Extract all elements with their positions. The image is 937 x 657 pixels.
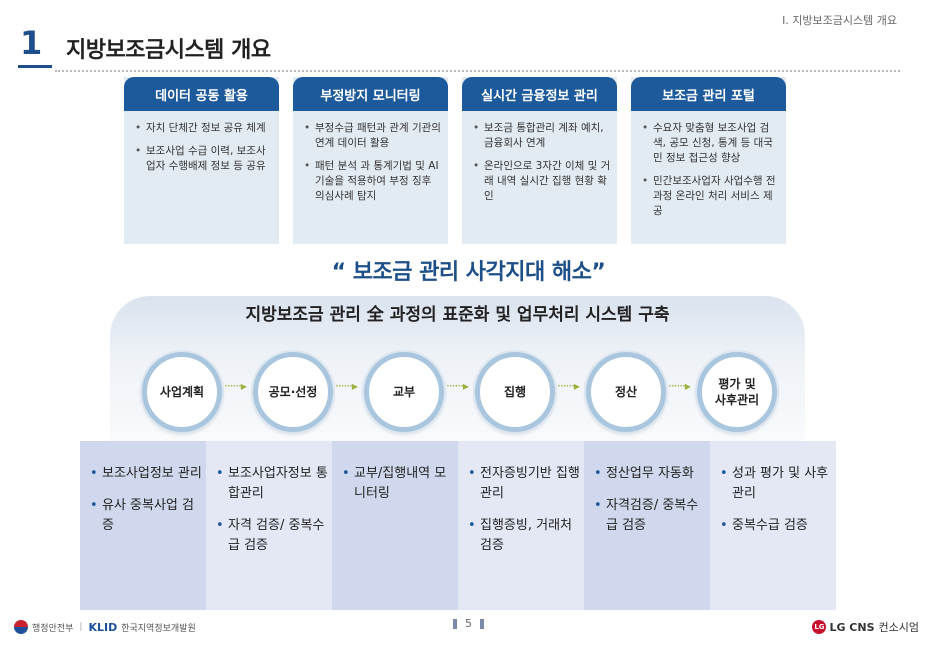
card-item: 보조금 통합관리 계좌 예치, 금융회사 연계 — [473, 121, 611, 151]
detail-column-execution: 전자증빙기반 집행 관리 집행증빙, 거래처 검증 — [458, 441, 584, 610]
ministry-emblem-icon — [14, 620, 28, 634]
process-band — [110, 296, 805, 446]
step-selection: 공모·선정 — [253, 352, 333, 432]
card-item: 부정수급 패턴과 관계 기관의 연계 데이터 활용 — [304, 121, 442, 151]
detail-item: 전자증빙기반 집행 관리 — [468, 464, 580, 504]
detail-item: 자격 검증/ 중복수급 검증 — [216, 516, 328, 556]
breadcrumb: Ⅰ. 지방보조금시스템 개요 — [782, 14, 897, 27]
detail-item: 보조사업정보 관리 — [90, 464, 202, 484]
detail-item: 보조사업자정보 통합관리 — [216, 464, 328, 504]
detail-column-plan: 보조사업정보 관리 유사 중복사업 검증 — [80, 441, 206, 610]
card-item: 온라인으로 3자간 이체 및 거래 내역 실시간 집행 현황 확인 — [473, 159, 611, 204]
step-evaluation: 평가 및 사후관리 — [697, 352, 777, 432]
ministry-name: 행정안전부 — [32, 623, 74, 634]
logo-separator: | — [79, 622, 83, 632]
card-fraud-monitoring: 부정방지 모니터링 부정수급 패턴과 관계 기관의 연계 데이터 활용 패턴 분… — [293, 77, 448, 244]
card-item: 민간보조사업자 사업수행 전 과정 온라인 처리 서비스 제공 — [642, 174, 780, 219]
detail-item: 교부/집행내역 모니터링 — [342, 464, 454, 504]
page-number-text: 5 — [465, 617, 472, 630]
detail-item: 중복수급 검증 — [720, 516, 832, 536]
page-bar-right — [480, 619, 484, 629]
title-divider — [55, 70, 900, 72]
lg-logo-icon: LG — [812, 620, 827, 634]
page-number: 5 — [0, 617, 937, 630]
card-item: 자치 단체간 정보 공유 체계 — [135, 121, 273, 136]
section-number: 1 — [20, 24, 43, 62]
footer-logo-right: LG LG CNS 컨소시엄 — [812, 619, 919, 635]
company-suffix: 컨소시엄 — [878, 621, 919, 634]
arrow-icon: ······▸ — [446, 379, 469, 393]
card-title: 데이터 공동 활용 — [124, 77, 279, 111]
detail-column-selection: 보조사업자정보 통합관리 자격 검증/ 중복수급 검증 — [206, 441, 332, 610]
process-title: 지방보조금 관리 全 과정의 표준화 및 업무처리 시스템 구축 — [245, 305, 670, 325]
company-name: LG CNS — [829, 620, 875, 634]
card-item: 패턴 분석 과 통계기법 및 AI 기술을 적용하여 부정 징후 의심사례 탐지 — [304, 159, 442, 204]
arrow-icon: ······▸ — [557, 379, 580, 393]
step-execution: 집행 — [475, 352, 555, 432]
card-data-sharing: 데이터 공동 활용 자치 단체간 정보 공유 체계 보조사업 수급 이력, 보조… — [124, 77, 279, 244]
arrow-icon: ······▸ — [668, 379, 691, 393]
klid-name: 한국지역정보개발원 — [121, 623, 196, 634]
detail-column-grant: 교부/집행내역 모니터링 — [332, 441, 458, 610]
card-subsidy-portal: 보조금 관리 포털 수요자 맞춤형 보조사업 검색, 공모 신청, 통계 등 대… — [631, 77, 786, 244]
slogan: “ 보조금 관리 사각지대 해소” — [331, 260, 606, 285]
card-item: 보조사업 수급 이력, 보조사업자 수행배제 정보 등 공유 — [135, 144, 273, 174]
section-underline — [18, 65, 52, 68]
card-title: 보조금 관리 포털 — [631, 77, 786, 111]
page-bar-left — [453, 619, 457, 629]
detail-item: 집행증빙, 거래처 검증 — [468, 516, 580, 556]
card-title: 실시간 금융정보 관리 — [462, 77, 617, 111]
card-item: 수요자 맞춤형 보조사업 검색, 공모 신청, 통계 등 대국민 정보 접근성 … — [642, 121, 780, 166]
arrow-icon: ······▸ — [335, 379, 358, 393]
card-financial-info: 실시간 금융정보 관리 보조금 통합관리 계좌 예치, 금융회사 연계 온라인으… — [462, 77, 617, 244]
detail-item: 자격검증/ 중복수급 검증 — [594, 496, 706, 536]
step-plan: 사업계획 — [142, 352, 222, 432]
arrow-icon: ······▸ — [224, 379, 247, 393]
detail-item: 성과 평가 및 사후관리 — [720, 464, 832, 504]
detail-item: 정산업무 자동화 — [594, 464, 706, 484]
page-title: 지방보조금시스템 개요 — [66, 38, 271, 63]
detail-item: 유사 중복사업 검증 — [90, 496, 202, 536]
detail-column-evaluation: 성과 평가 및 사후관리 중복수급 검증 — [710, 441, 836, 610]
card-title: 부정방지 모니터링 — [293, 77, 448, 111]
detail-column-settlement: 정산업무 자동화 자격검증/ 중복수급 검증 — [584, 441, 710, 610]
step-settlement: 정산 — [586, 352, 666, 432]
step-grant: 교부 — [364, 352, 444, 432]
klid-logo: KLID — [88, 620, 118, 634]
footer-logos-left: 행정안전부 | KLID 한국지역정보개발원 — [14, 620, 196, 634]
